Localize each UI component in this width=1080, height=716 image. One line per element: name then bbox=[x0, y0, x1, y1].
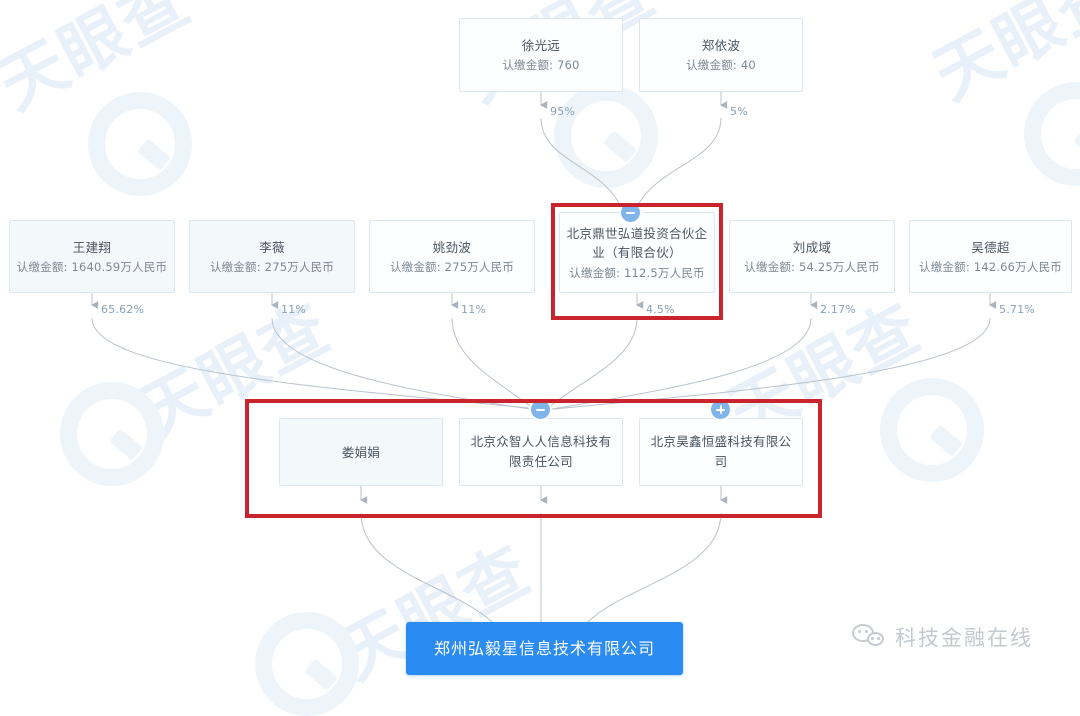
equity-structure-diagram: 天眼查 天眼查 天眼查 天眼查 天眼查 天眼查 bbox=[0, 0, 1080, 683]
shareholder-node[interactable]: 刘成域 认缴金额: 54.25万人民币 bbox=[729, 220, 895, 293]
brand-footer: 科技金融在线 bbox=[852, 622, 1033, 652]
wechat-icon bbox=[852, 624, 886, 650]
node-name: 吴德超 bbox=[971, 239, 1010, 255]
wechat-dot bbox=[858, 630, 861, 633]
collapse-minus-icon[interactable] bbox=[531, 400, 550, 419]
wechat-dot bbox=[877, 637, 880, 640]
shareholder-node[interactable]: 王建翔 认缴金额: 1640.59万人民币 bbox=[9, 220, 175, 293]
wechat-bubble-small bbox=[867, 632, 884, 646]
shareholder-node[interactable]: 郑依波 认缴金额: 40 bbox=[639, 18, 803, 92]
node-name: 刘成域 bbox=[792, 239, 832, 255]
node-amount: 认缴金额: 40 bbox=[686, 58, 756, 72]
collapse-minus-icon[interactable] bbox=[621, 203, 640, 222]
shareholder-node[interactable]: 徐光远 认缴金额: 760 bbox=[459, 18, 623, 92]
node-name: 北京昊鑫恒盛科技有限公司 bbox=[650, 434, 792, 469]
node-name: 娄娟娟 bbox=[341, 444, 381, 460]
plus-bar-vertical bbox=[719, 405, 722, 414]
node-amount: 认缴金额: 112.5万人民币 bbox=[569, 266, 705, 280]
node-name: 北京众智人人信息科技有限责任公司 bbox=[470, 434, 612, 469]
node-name: 徐光远 bbox=[521, 38, 561, 53]
node-name: 姚劲波 bbox=[432, 239, 472, 255]
minus-bar bbox=[536, 408, 545, 411]
shareholder-node[interactable]: 北京昊鑫恒盛科技有限公司 bbox=[639, 418, 803, 486]
shareholder-node-highlighted[interactable]: 北京鼎世弘道投资合伙企业（有限合伙） 认缴金额: 112.5万人民币 bbox=[559, 212, 715, 293]
node-name: 李薇 bbox=[259, 239, 285, 255]
shareholder-node[interactable]: 吴德超 认缴金额: 142.66万人民币 bbox=[909, 220, 1072, 293]
shareholder-node[interactable]: 北京众智人人信息科技有限责任公司 bbox=[459, 418, 623, 486]
edge-percent-label: 5% bbox=[730, 105, 748, 118]
node-name: 北京鼎世弘道投资合伙企业（有限合伙） bbox=[566, 226, 708, 260]
edge-percent-label: 11% bbox=[281, 303, 307, 316]
node-name: 王建翔 bbox=[72, 239, 112, 255]
edge-percent-label: 2.17% bbox=[820, 303, 856, 316]
wechat-dot bbox=[871, 637, 874, 640]
wechat-dot bbox=[865, 630, 868, 633]
node-amount: 认缴金额: 1640.59万人民币 bbox=[16, 259, 168, 274]
edge-percent-label: 11% bbox=[461, 303, 487, 316]
edge-percent-label: 65.62% bbox=[101, 303, 145, 316]
edge-percent-label: 95% bbox=[550, 105, 576, 118]
expand-plus-icon[interactable] bbox=[711, 400, 730, 419]
edge-percent-label: 5.71% bbox=[999, 303, 1035, 316]
node-name: 郑州弘毅星信息技术有限公司 bbox=[433, 639, 655, 658]
node-amount: 认缴金额: 275万人民币 bbox=[389, 259, 515, 274]
node-name: 郑依波 bbox=[701, 38, 741, 53]
minus-bar bbox=[626, 211, 635, 214]
edge-percent-label: 4.5% bbox=[646, 303, 675, 316]
node-amount: 认缴金额: 54.25万人民币 bbox=[744, 259, 880, 274]
connector-edges bbox=[91, 92, 997, 623]
node-amount: 认缴金额: 760 bbox=[502, 58, 580, 72]
shareholder-node[interactable]: 姚劲波 认缴金额: 275万人民币 bbox=[369, 220, 535, 293]
brand-name: 科技金融在线 bbox=[895, 626, 1033, 650]
node-amount: 认缴金额: 275万人民币 bbox=[209, 259, 335, 274]
shareholder-node[interactable]: 李薇 认缴金额: 275万人民币 bbox=[189, 220, 355, 293]
root-company-node[interactable]: 郑州弘毅星信息技术有限公司 bbox=[406, 622, 683, 675]
shareholder-node[interactable]: 娄娟娟 bbox=[279, 418, 443, 486]
node-amount: 认缴金额: 142.66万人民币 bbox=[919, 259, 1062, 274]
